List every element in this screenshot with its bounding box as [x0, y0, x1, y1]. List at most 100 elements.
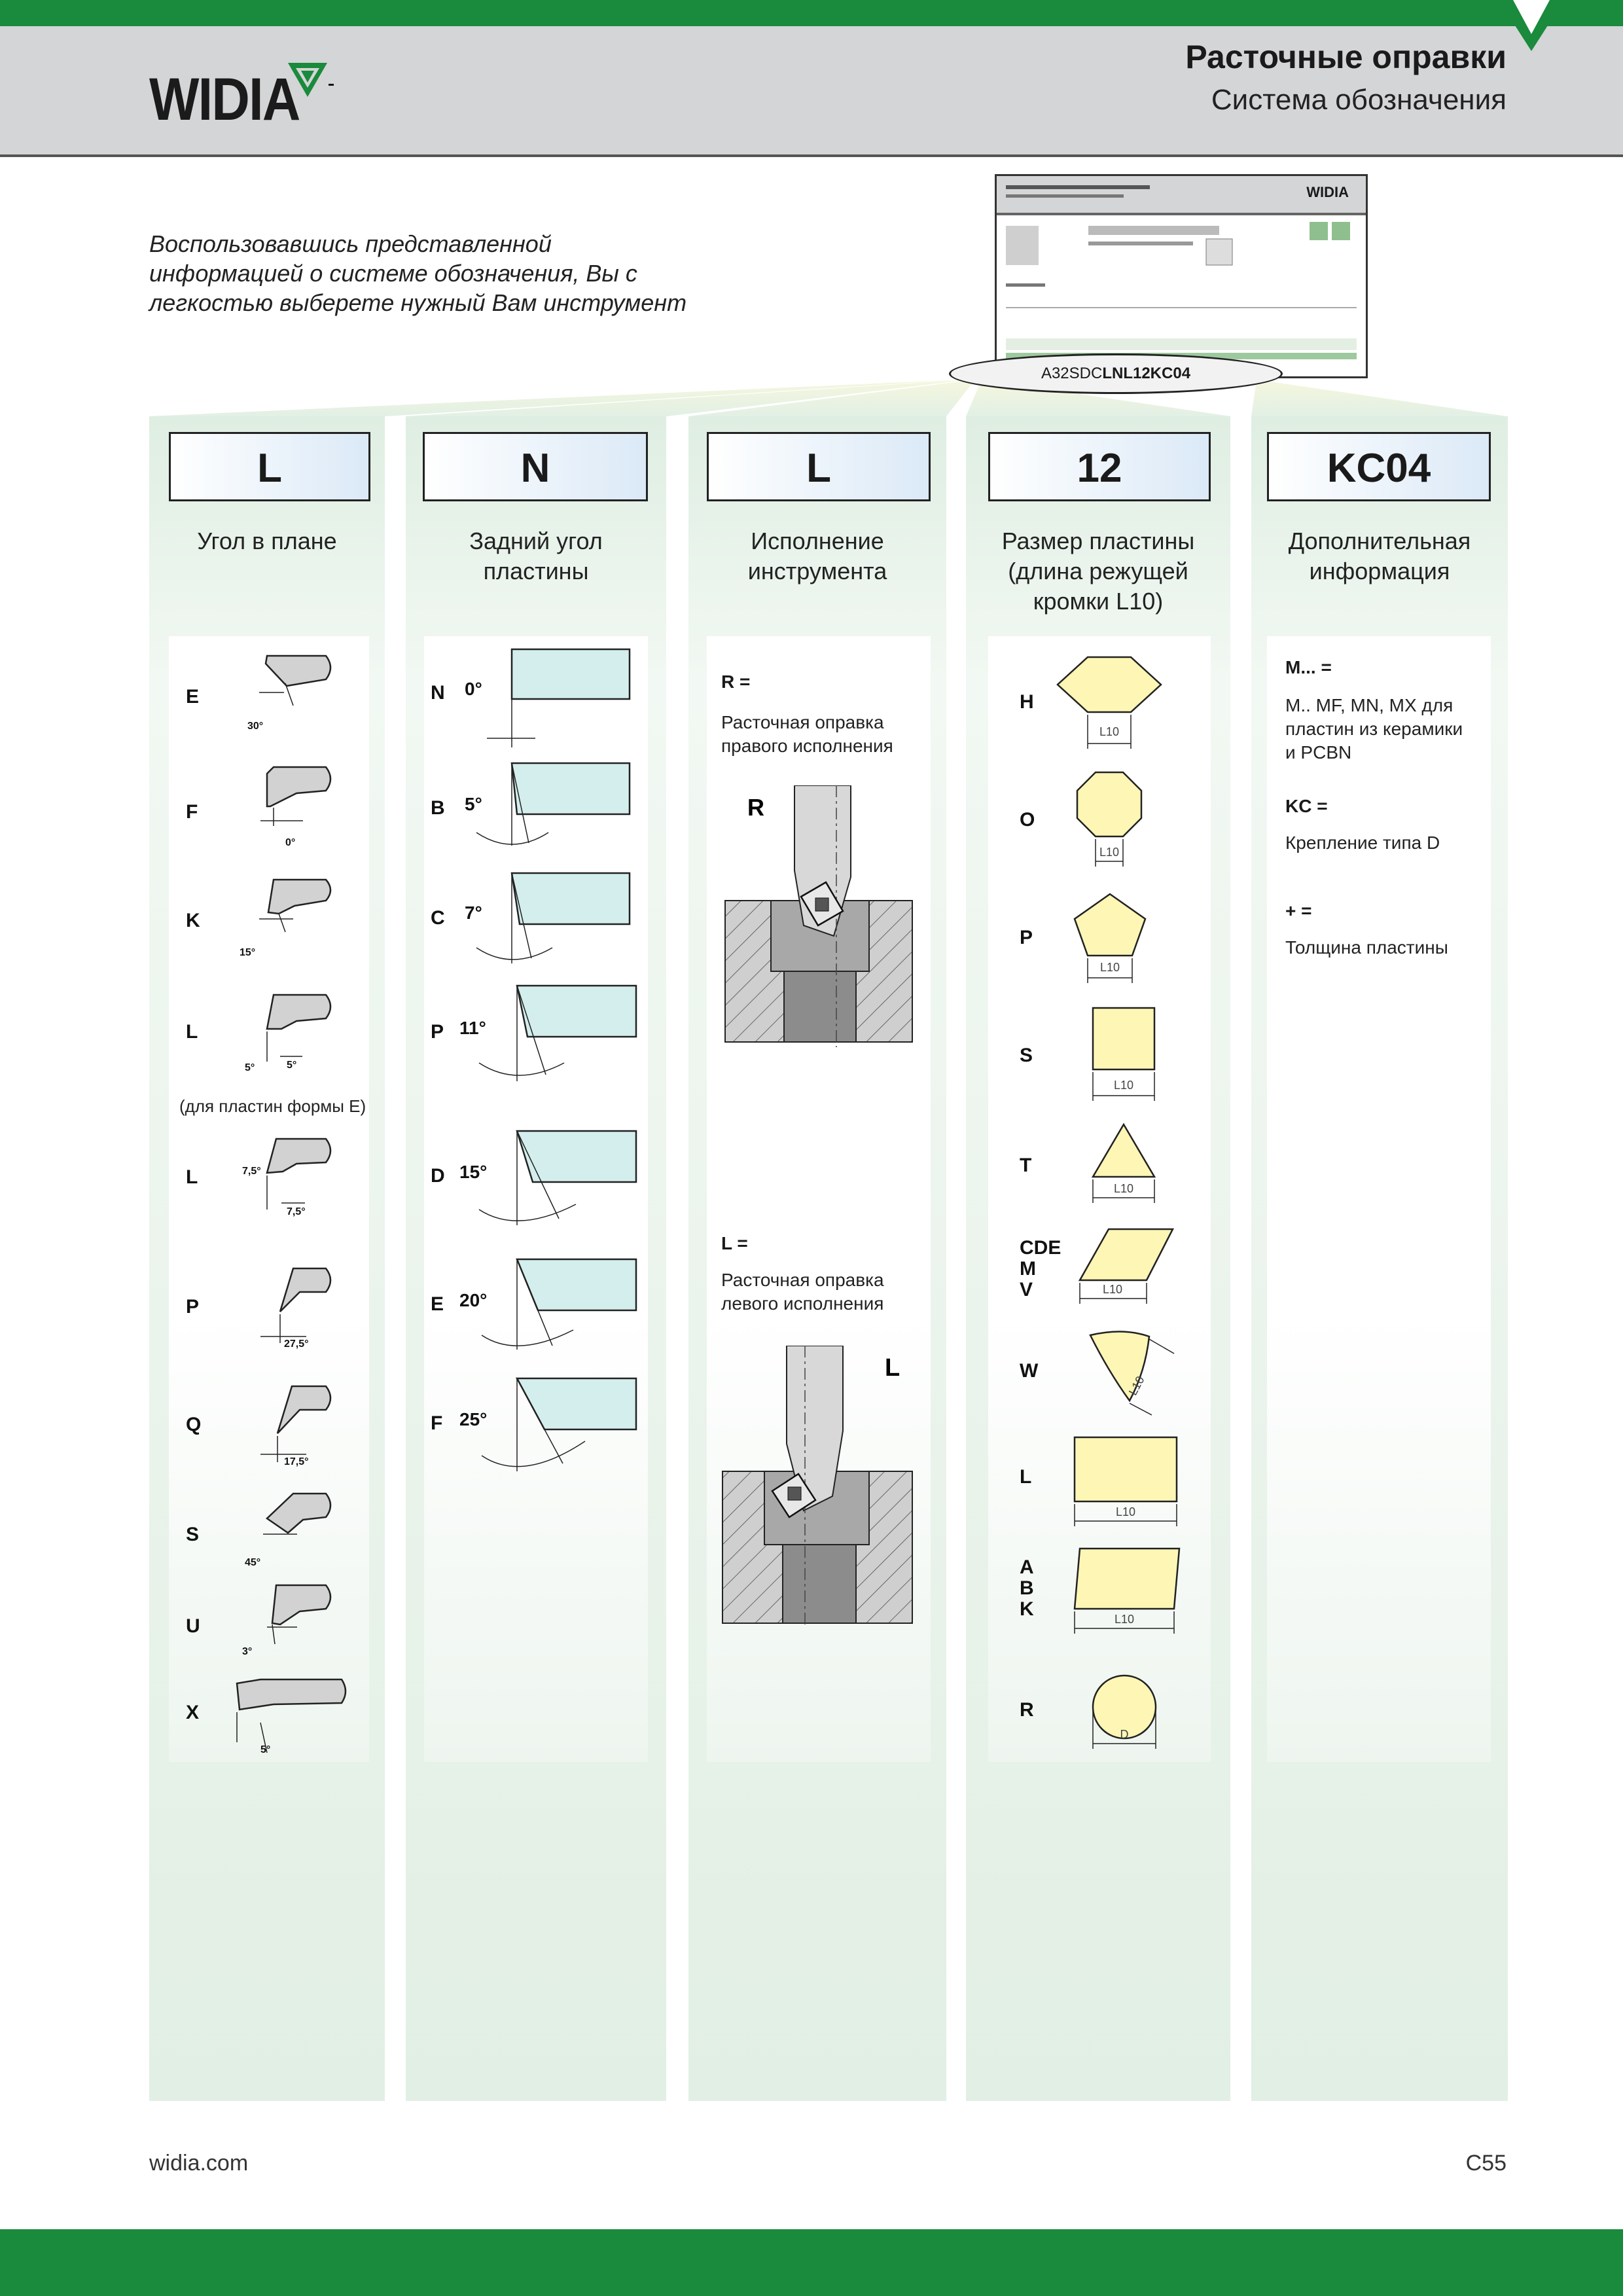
m-desc-line: и PCBN: [1285, 742, 1352, 762]
approach-angle-label: 15°: [240, 947, 255, 958]
approach-angle-label: 45°: [245, 1557, 260, 1568]
m-eq: M... =: [1285, 657, 1332, 677]
kc-eq: KC =: [1285, 796, 1328, 816]
approach-angle-label: 3°: [242, 1646, 252, 1657]
right-hand-eq: R =: [721, 672, 751, 692]
clearance-letter: P: [431, 1021, 444, 1043]
clearance-angle-label: 5°: [465, 794, 482, 814]
triangle-insert-icon: [1091, 1122, 1156, 1178]
insert-letter: B: [1020, 1577, 1034, 1599]
insert-letter: H: [1020, 691, 1034, 713]
approach-letter: F: [186, 801, 198, 823]
right-hand-desc: Расточная оправка правого исполнения: [721, 711, 893, 758]
column-title-clearance: Задний угол пластины: [406, 526, 666, 586]
approach-angle-label: 17,5°: [284, 1456, 309, 1467]
insert-dim-label: L10: [1114, 1079, 1133, 1092]
top-green-bar: [0, 0, 1623, 26]
column-title-line: инструмента: [747, 558, 887, 584]
designation-code: A32SDCLNL12KC04: [949, 353, 1283, 394]
widia-logo: WIDIA: [149, 66, 300, 133]
code-box-clearance: N: [423, 432, 648, 501]
insert-letter: V: [1020, 1279, 1033, 1300]
right-hand-mark: R: [747, 794, 764, 821]
code-box-additional: KC04: [1267, 432, 1491, 501]
insert-dim-label: L10: [1115, 1613, 1134, 1626]
insert-letter: CDE: [1020, 1237, 1061, 1259]
m-desc-line: M.. MF, MN, MX для: [1285, 695, 1454, 715]
approach-note: (для пластин формы E): [179, 1096, 366, 1116]
insert-shapes: L10 L10 L10 L10 L10 L10 L10 L10 L10 D H …: [1020, 656, 1181, 1749]
thumbnail-drawing: [997, 176, 1366, 359]
approach-angle-label: 27,5°: [284, 1338, 309, 1350]
clearance-letter: B: [431, 797, 445, 819]
code-highlight: LNL12KC04: [1102, 365, 1191, 382]
insert-dim-label: L10: [1103, 1283, 1122, 1296]
insert-dim-label: L10: [1114, 1182, 1133, 1195]
pentagon-insert-icon: [1073, 893, 1147, 957]
approach-angle-label: 5°: [287, 1060, 296, 1071]
code-box-approach: L: [169, 432, 370, 501]
approach-angle-label: 30°: [247, 721, 263, 732]
insert-letter: T: [1020, 1155, 1031, 1176]
approach-angle-label: 5°: [260, 1744, 270, 1755]
insert-letter: K: [1020, 1598, 1034, 1620]
approach-angle-panel: E F K L L P Q S U X 30° 0° 15° 5° 5° 7,5…: [169, 636, 369, 1762]
page-header: [0, 26, 1623, 157]
approach-angle-label: 7,5°: [242, 1166, 261, 1177]
octagon-insert-icon: [1076, 771, 1143, 838]
round-insert-icon: [1092, 1674, 1157, 1740]
insert-letter: W: [1020, 1360, 1039, 1382]
approach-letter: S: [186, 1524, 199, 1545]
insert-dim-label: L10: [1100, 961, 1120, 974]
insert-size-panel: L10 L10 L10 L10 L10 L10 L10 L10 L10 D H …: [988, 636, 1211, 1762]
footer-url[interactable]: widia.com: [149, 2151, 249, 2176]
intro-line: легкостью выберете нужный Вам инструмент: [149, 289, 687, 316]
widia-logo-mark-icon: [288, 63, 334, 97]
column-title-line: Дополнительная: [1288, 528, 1471, 554]
insert-dim-label: L10: [1099, 846, 1119, 859]
approach-letter: P: [186, 1296, 199, 1318]
right-hand-desc-line: Расточная оправка: [721, 712, 884, 732]
insert-letter: O: [1020, 809, 1035, 831]
approach-angle-label: 5°: [245, 1062, 255, 1073]
insert-letter: R: [1020, 1699, 1034, 1721]
intro-text: Воспользовавшись представленной информац…: [149, 229, 738, 317]
plus-desc: Толщина пластины: [1285, 937, 1448, 958]
corner-arrow-icon: [1499, 0, 1564, 51]
thumbnail-logo: WIDIA: [1306, 184, 1349, 200]
clearance-angle-label: 0°: [465, 679, 482, 699]
clearance-letter: E: [431, 1293, 444, 1315]
page-title: Расточные оправки: [1185, 39, 1507, 75]
column-title-hand: Исполнение инструмента: [688, 526, 946, 586]
clearance-letter: C: [431, 907, 445, 929]
column-title-line: Задний угол: [469, 528, 603, 554]
intro-line: Воспользовавшись представленной: [149, 230, 552, 257]
column-title-line: информация: [1309, 558, 1450, 584]
approach-angle-label: 7,5°: [287, 1206, 306, 1217]
column-title-line: Исполнение: [751, 528, 884, 554]
approach-angle-drawings: E F K L L P Q S U X 30° 0° 15° 5° 5° 7,5…: [186, 655, 347, 1755]
code-prefix: A32SDC: [1041, 365, 1103, 382]
column-title-line: (длина режущей: [1008, 558, 1188, 584]
clearance-angle-label: 15°: [459, 1162, 487, 1182]
insert-letter: M: [1020, 1258, 1036, 1280]
hexagon-insert-icon: [1056, 656, 1162, 713]
column-title-additional: Дополнительная информация: [1251, 526, 1508, 586]
clearance-letter: N: [431, 682, 445, 704]
approach-letter: L: [186, 1021, 198, 1043]
parallelogram-insert-icon: [1073, 1547, 1181, 1610]
clearance-angle-label: 20°: [459, 1290, 487, 1310]
right-hand-boring-bar: R: [724, 785, 913, 1047]
square-insert-icon: [1092, 1007, 1156, 1071]
left-hand-desc-line: левого исполнения: [721, 1293, 884, 1314]
code-box-size: 12: [988, 432, 1211, 501]
left-hand-mark: L: [885, 1354, 900, 1382]
approach-letter: L: [186, 1166, 198, 1188]
clearance-angle-label: 7°: [465, 903, 482, 923]
hand-panel: R = Расточная оправка правого исполнения…: [707, 636, 931, 1762]
m-desc: M.. MF, MN, MX для пластин из керамики и…: [1285, 694, 1482, 764]
insert-letter: S: [1020, 1045, 1033, 1066]
insert-dim-label: L10: [1099, 725, 1119, 738]
left-hand-desc: Расточная оправка левого исполнения: [721, 1268, 884, 1316]
page-number: C55: [1465, 2151, 1507, 2176]
